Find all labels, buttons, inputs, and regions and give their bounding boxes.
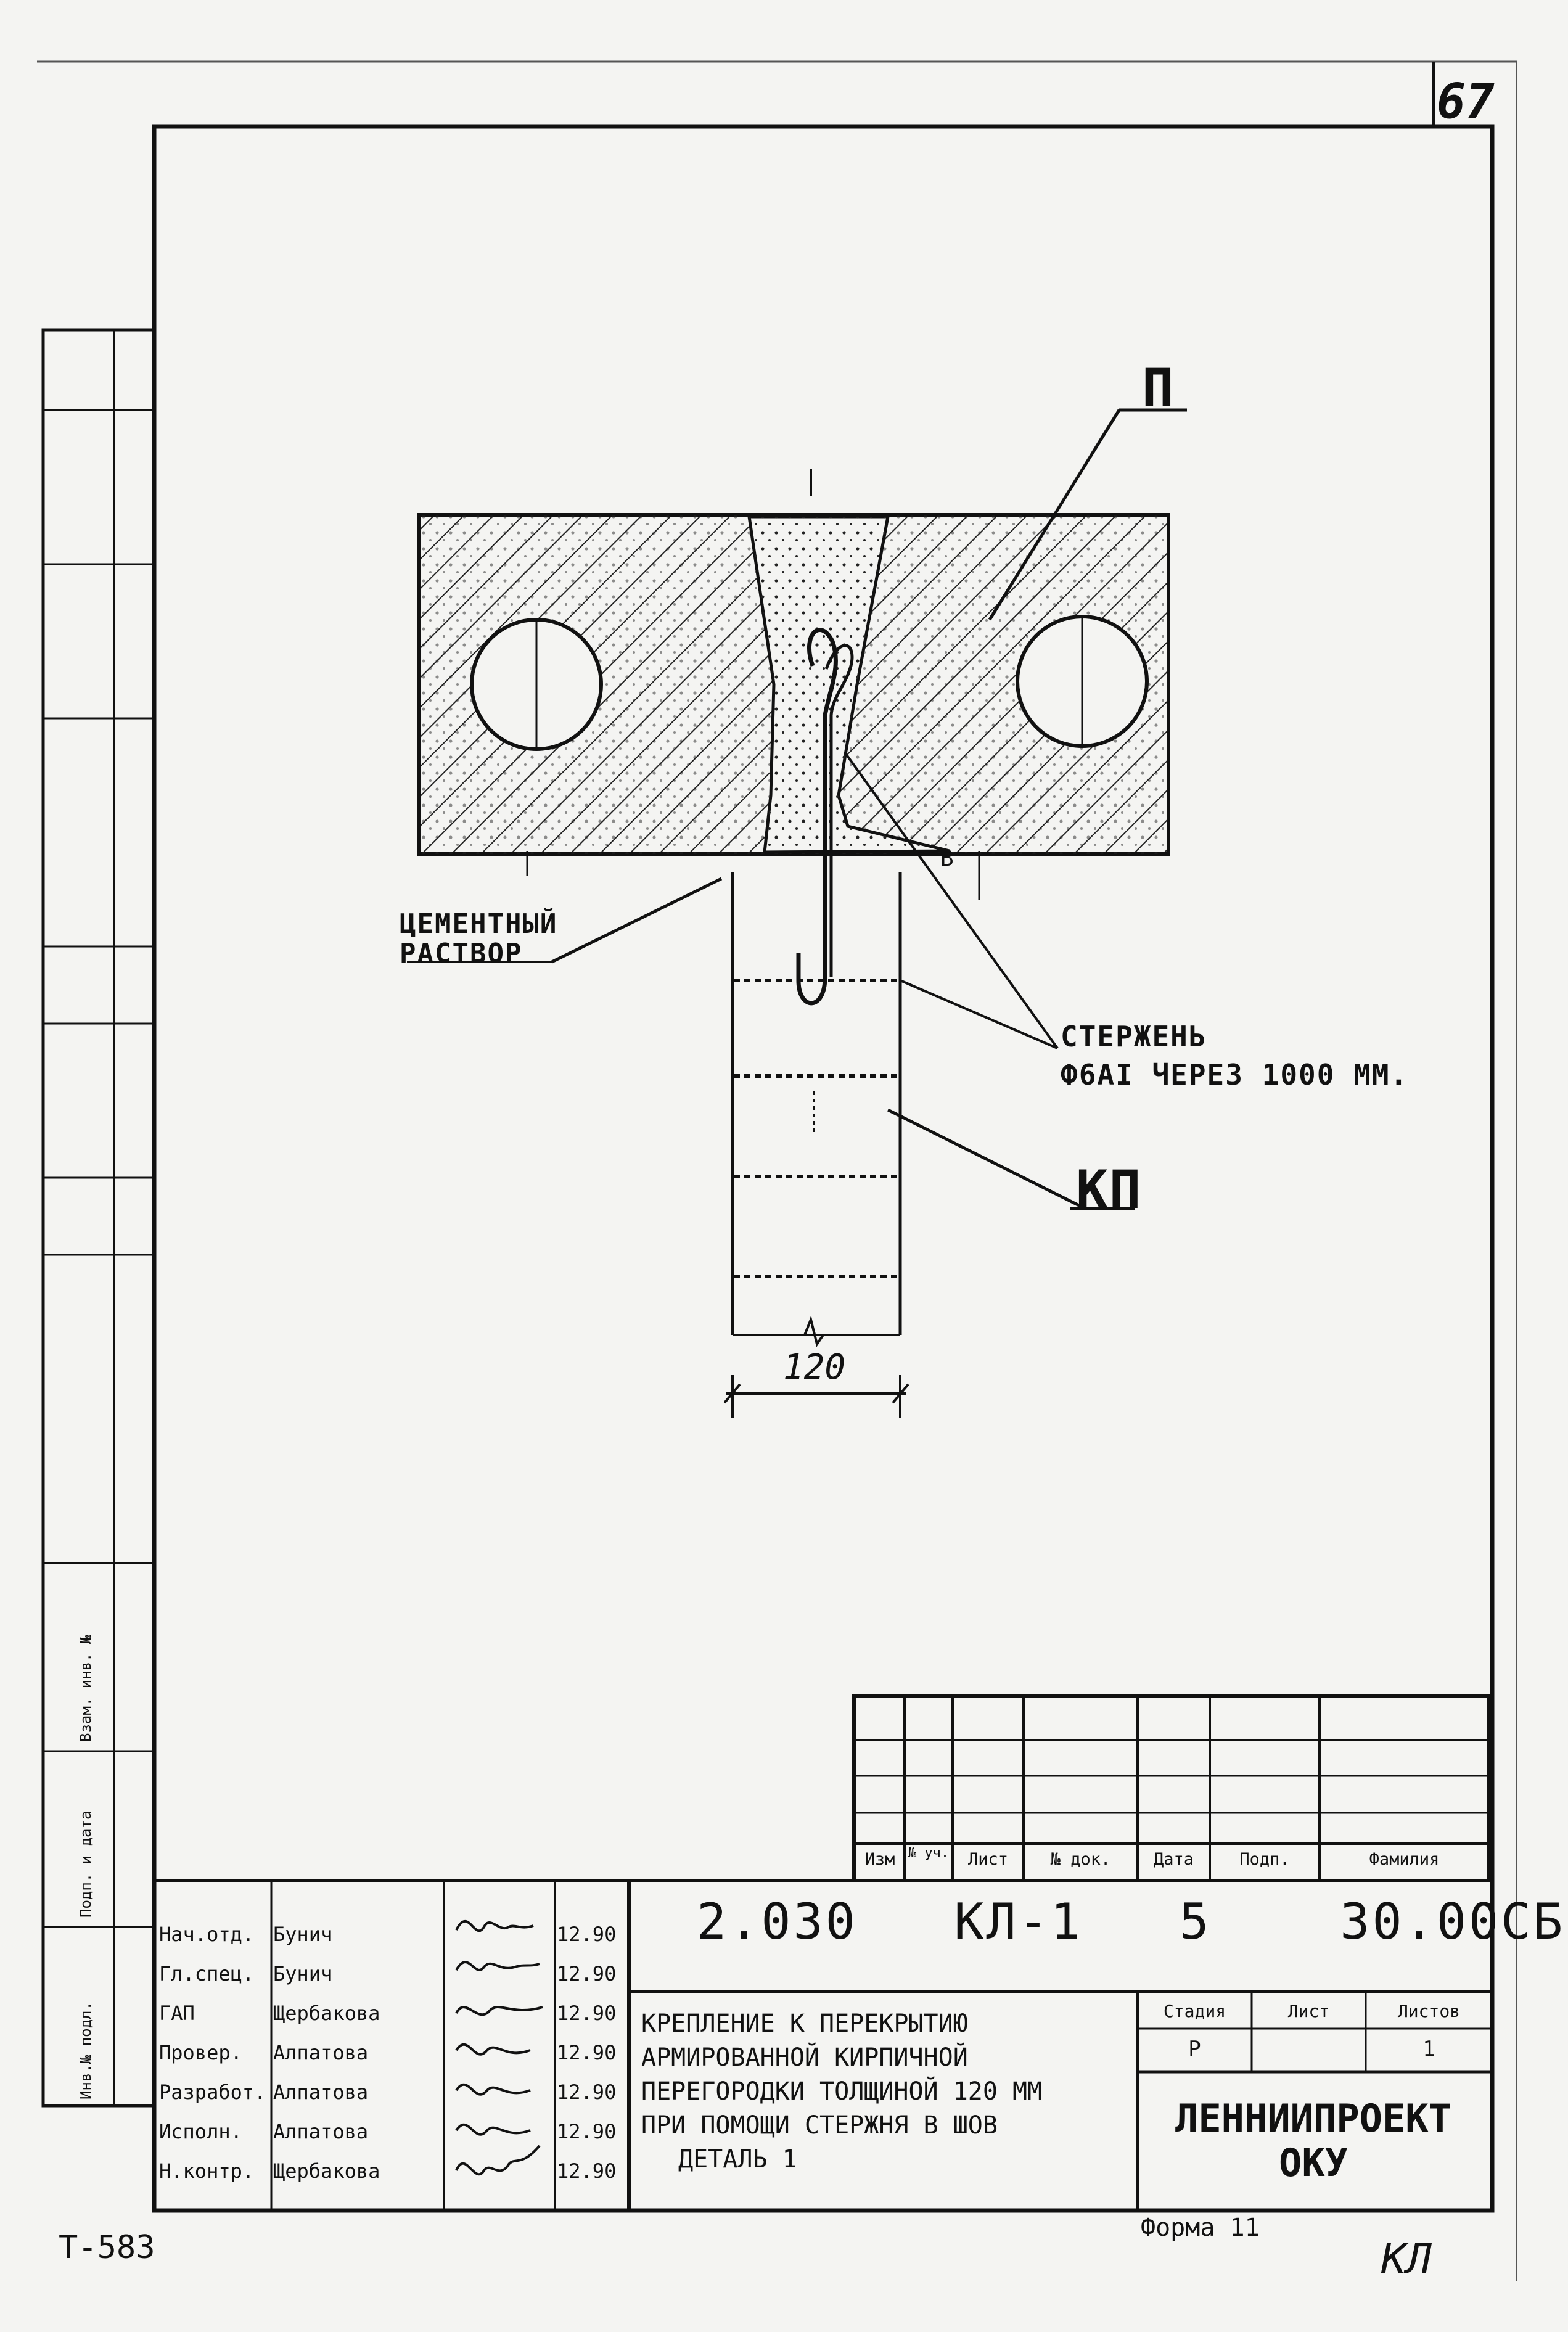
- sheet-code: 2.030 КЛ-1 5 30.00СБ: [697, 1893, 1566, 1950]
- sheet-header: Лист: [1287, 2001, 1330, 2021]
- side-stamp-replace: Взам. инв. №: [77, 1635, 94, 1742]
- signature-row: ГАП Щербакова 12.90: [159, 2001, 617, 2025]
- signature-row: Исполн. Алпатова 12.90: [159, 2120, 617, 2143]
- document-code: Т-583: [59, 2229, 155, 2266]
- rev-header-date: Дата: [1153, 1850, 1194, 1869]
- rev-header-surname: Фамилия: [1369, 1850, 1440, 1869]
- signature-row: Нач.отд. Бунич 12.90: [159, 1923, 617, 1946]
- title-line: ПРИ ПОМОЩИ СТЕРЖНЯ В ШОВ: [641, 2111, 998, 2140]
- side-stamp-inv: Инв.№ подл.: [77, 2001, 94, 2100]
- rev-header-izm: Изм: [864, 1850, 895, 1869]
- signature-row: Разработ. Алпатова 12.90: [159, 2080, 617, 2104]
- signature-row: Гл.спец. Бунич 12.90: [159, 1962, 617, 1985]
- rev-header-list: Лист: [967, 1850, 1009, 1869]
- side-stamp-sign: Подп. и дата: [77, 1810, 94, 1918]
- stage-value: Р: [1188, 2037, 1201, 2061]
- signature-row: Н.контр. Щербакова 12.90: [159, 2159, 617, 2183]
- label-rod-line-1: СТЕРЖЕНЬ: [1061, 1020, 1207, 1053]
- dimension-b: В: [940, 846, 954, 871]
- stage-header: Стадия: [1163, 2001, 1226, 2021]
- rev-header-uch: № уч.: [908, 1845, 950, 1861]
- dimension-width: 120: [783, 1347, 846, 1387]
- title-line: АРМИРОВАННОЙ КИРПИЧНОЙ: [641, 2043, 968, 2072]
- label-slab-p: П: [1142, 358, 1175, 419]
- signature-row: Провер. Алпатова 12.90: [159, 2041, 617, 2064]
- document-title: КРЕПЛЕНИЕ К ПЕРЕКРЫТИЮ АРМИРОВАННОЙ КИРП…: [641, 2007, 1135, 2177]
- label-wall-kp: КП: [1076, 1159, 1143, 1221]
- organization-name: ЛЕННИИПРОЕКТ: [1175, 2096, 1451, 2141]
- handwritten-signatures: [455, 1919, 543, 2176]
- label-rod: СТЕРЖЕНЬ Ф6AI ЧЕРЕЗ 1000 ММ.: [1061, 1017, 1408, 1094]
- title-line: КРЕПЛЕНИЕ К ПЕРЕКРЫТИЮ: [641, 2010, 968, 2038]
- title-line: ПЕРЕГОРОДКИ ТОЛЩИНОЙ 120 ММ: [641, 2077, 1043, 2106]
- page-number: 67: [1437, 74, 1495, 129]
- label-cement-line-1: ЦЕМЕНТНЫЙ: [400, 908, 558, 940]
- sheets-total-value: 1: [1422, 2037, 1435, 2061]
- rev-header-sign: Подп.: [1239, 1850, 1290, 1869]
- label-rod-line-2: Ф6AI ЧЕРЕЗ 1000 ММ.: [1061, 1058, 1409, 1091]
- organization-dept: ОКУ: [1279, 2140, 1348, 2185]
- sheets-total-header: Листов: [1397, 2001, 1461, 2021]
- title-line: ДЕТАЛЬ 1: [678, 2145, 797, 2174]
- label-cement-mortar: ЦЕМЕНТНЫЙ РАСТВОР: [400, 909, 557, 969]
- corner-mark: КЛ: [1381, 2235, 1432, 2284]
- forma-label: Форма 11: [1141, 2214, 1260, 2242]
- signatures-block: Нач.отд. Бунич 12.90 Гл.спец. Бунич 12.9…: [159, 1915, 628, 2191]
- label-cement-line-2: РАСТВОР: [400, 938, 523, 969]
- rev-header-doc: № док.: [1050, 1850, 1111, 1869]
- organization: ЛЕННИИПРОЕКТ ОКУ: [1141, 2096, 1486, 2185]
